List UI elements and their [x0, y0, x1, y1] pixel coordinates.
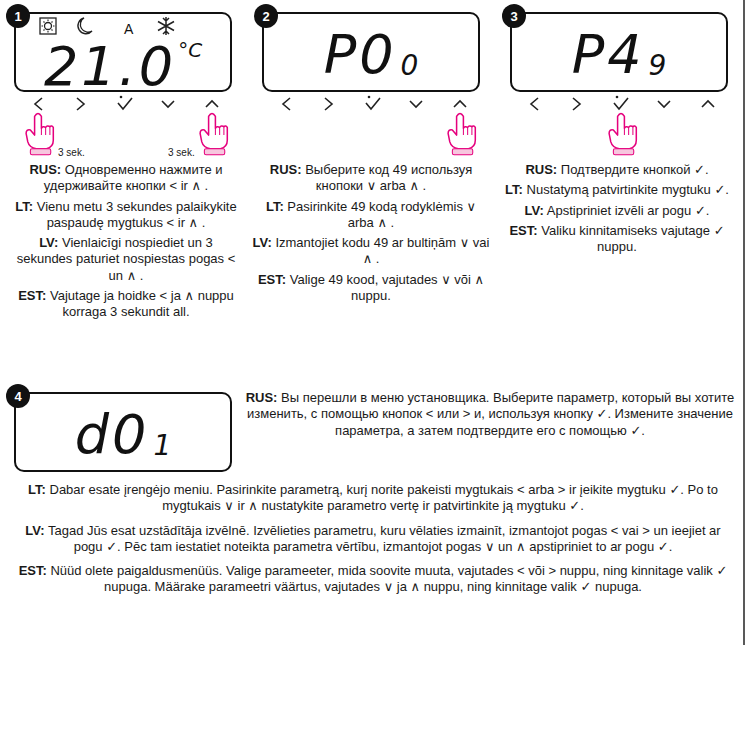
language-code: RUS: — [270, 162, 302, 177]
instruction-text: EST: Nüüd olete paigaldusmenüüs. Valige … — [10, 563, 736, 596]
display-digits: P4 — [572, 28, 645, 82]
instruction-text: RUS: Подтвердите кнопкой ✓. — [498, 162, 736, 178]
display-digits: 21.0 — [44, 40, 176, 94]
language-code: EST: — [19, 563, 47, 578]
language-code: EST: — [258, 272, 286, 287]
display-small-digit: 0 — [401, 52, 419, 80]
instruction-text: RUS: Выберите код 49 используя кнопоки ∨… — [252, 162, 490, 195]
language-code: LV: — [525, 203, 544, 218]
language-code: LT: — [28, 482, 46, 497]
instruction-column: RUS: Выберите код 49 используя кнопоки ∨… — [252, 162, 490, 308]
step-number: 4 — [6, 384, 30, 408]
instruction-text: LV: Tagad Jūs esat uzstādītāja izvēlnē. … — [10, 523, 736, 556]
display-row: P49 — [512, 28, 726, 82]
instruction-column: LT: Dabar esate įrengėjo meniu. Pasirink… — [10, 482, 736, 604]
instruction-text: EST: Valige 49 kood, vajutades ∨ või ∧ n… — [252, 272, 490, 305]
display-row: P00 — [264, 28, 478, 82]
step-number-text: 1 — [14, 10, 21, 23]
lcd-display: P00 — [262, 12, 480, 92]
language-code: RUS: — [246, 390, 278, 405]
language-code: RUS: — [29, 162, 61, 177]
mode-indicator: A — [124, 22, 133, 36]
instruction-text: LT: Nustatymą patvirtinkite mygtuku ✓. — [498, 182, 736, 198]
language-code: EST: — [509, 223, 537, 238]
instruction-text: RUS: Вы перешли в меню установщика. Выбе… — [244, 390, 736, 439]
instruction-text: LV: Vienlaicīgi nospiediet un 3 sekundes… — [10, 235, 242, 284]
instruction-text: LV: Izmantojiet kodu 49 ar bultiņām ∨ va… — [252, 235, 490, 268]
instruction-text: RUS: Одновременно нажмите и удерживайте … — [10, 162, 242, 195]
step-number: 2 — [254, 4, 278, 28]
instruction-column: RUS: Вы перешли в меню установщика. Выбе… — [244, 390, 736, 443]
lcd-display: d01 — [14, 392, 232, 472]
language-code: LT: — [266, 199, 284, 214]
language-code: LV: — [253, 235, 272, 250]
instruction-text: LT: Pasirinkite 49 kodą rodyklėmis ∨ arb… — [252, 199, 490, 232]
display-small-digit: 1 — [153, 432, 171, 460]
step-number-text: 3 — [510, 10, 517, 23]
lcd-display: 21.0°C A — [14, 12, 232, 92]
display-row: 21.0°C — [16, 40, 230, 94]
instruction-column: RUS: Подтвердите кнопкой ✓. LT: Nustatymą… — [498, 162, 736, 259]
language-code: LT: — [505, 182, 523, 197]
step-number: 3 — [502, 4, 526, 28]
step-number-text: 2 — [262, 10, 269, 23]
instruction-text: EST: Vajutage ja hoidke < ja ∧ nuppu kor… — [10, 288, 242, 321]
display-small-digit: 9 — [649, 52, 667, 80]
lcd-display: P49 — [510, 12, 728, 92]
step-number: 1 — [6, 4, 30, 28]
instruction-text: EST: Valiku kinnitamiseks vajutage ✓ nup… — [498, 223, 736, 256]
display-row: d01 — [16, 408, 230, 462]
instruction-text: LV: Apstipriniet izvēli ar pogu ✓. — [498, 203, 736, 219]
hold-time-label: 3 sek. — [58, 148, 85, 158]
language-code: EST: — [18, 288, 46, 303]
language-code: LT: — [15, 199, 33, 214]
instruction-column: RUS: Одновременно нажмите и удерживайте … — [10, 162, 242, 324]
language-code: LV: — [39, 235, 58, 250]
step-number-text: 4 — [14, 390, 21, 403]
instruction-text: LT: Dabar esate įrengėjo meniu. Pasirink… — [10, 482, 736, 515]
display-digits: P0 — [324, 28, 397, 82]
language-code: LV: — [25, 523, 44, 538]
display-digits: d0 — [75, 408, 150, 462]
display-small-digit: °C — [178, 40, 202, 60]
instruction-text: LT: Vienu metu 3 sekundes palaikykite pa… — [10, 199, 242, 232]
language-code: RUS: — [525, 162, 557, 177]
hold-time-label: 3 sek. — [168, 148, 195, 158]
